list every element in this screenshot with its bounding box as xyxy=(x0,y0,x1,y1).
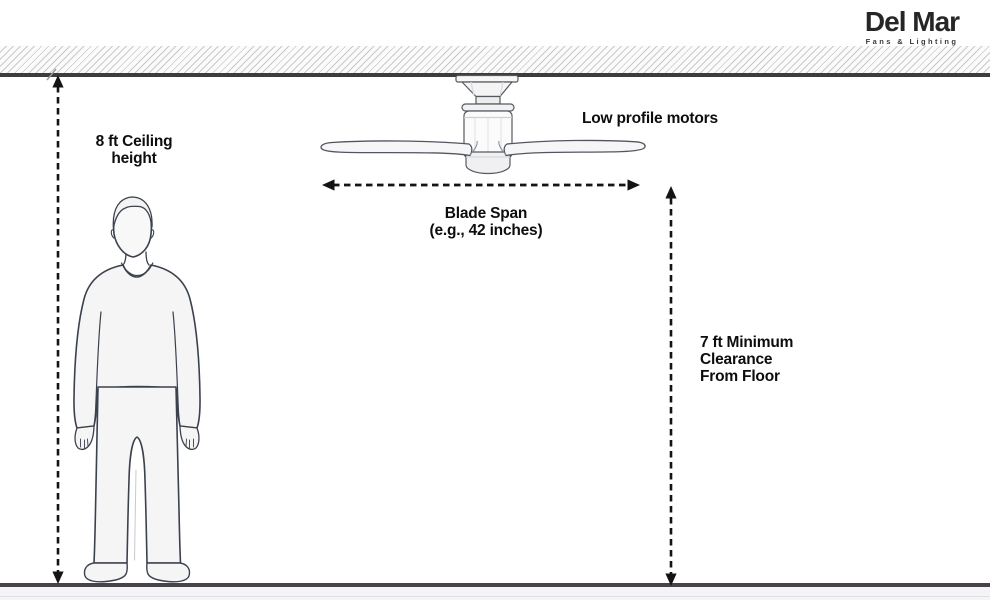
ceiling-height-label: 8 ft Ceiling height xyxy=(95,133,173,167)
brand-logo: Del Mar Fans & Lighting xyxy=(852,6,972,47)
low-profile-motors-label: Low profile motors xyxy=(582,110,718,127)
floor-line xyxy=(0,583,990,587)
ceiling-fan-illustration xyxy=(320,74,646,175)
min-clearance-label: 7 ft Minimum Clearance From Floor xyxy=(700,334,794,385)
brand-name: Del Mar xyxy=(864,6,960,37)
person-illustration xyxy=(73,196,201,583)
floor-band-line xyxy=(0,596,990,597)
brand-tagline: Fans & Lighting xyxy=(865,37,959,46)
blade-span-arrow xyxy=(322,179,640,191)
blade-span-label: Blade Span (e.g., 42 inches) xyxy=(429,205,543,239)
ceiling-height-arrow xyxy=(46,68,64,584)
clearance-arrow xyxy=(665,186,677,586)
